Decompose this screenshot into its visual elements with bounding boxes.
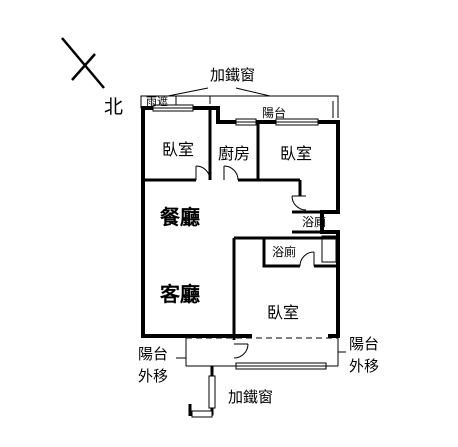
label-balcony-moved-right-2: 外移 xyxy=(349,357,379,375)
bathroom-fixtures xyxy=(321,235,337,263)
label-bedroom-bottom: 臥室 xyxy=(267,303,299,322)
label-kitchen: 廚房 xyxy=(218,144,250,163)
interior-walls xyxy=(143,110,338,340)
label-balcony-moved-right-1: 陽台 xyxy=(349,335,379,353)
north-label: 北 xyxy=(104,96,123,118)
door-swings xyxy=(195,165,315,359)
label-awning: 雨遮 xyxy=(146,94,168,108)
label-balcony-top: 陽台 xyxy=(262,105,286,120)
window-frames-bottom xyxy=(191,362,327,418)
label-balcony-moved-left-2: 外移 xyxy=(138,367,168,385)
awning-outline xyxy=(140,87,339,118)
label-bedroom-top-right: 臥室 xyxy=(280,144,312,163)
label-bedroom-top-left: 臥室 xyxy=(162,140,194,159)
label-balcony-moved-left-1: 陽台 xyxy=(138,345,168,363)
label-dining: 餐廳 xyxy=(160,205,200,229)
label-living: 客廳 xyxy=(159,282,200,306)
balcony-extension-outline xyxy=(185,337,339,367)
label-leaders xyxy=(176,351,346,359)
label-bathroom-2: 浴廁 xyxy=(272,244,296,259)
label-window-bars-top: 加鐵窗 xyxy=(210,66,255,84)
label-bathroom-1: 浴廁 xyxy=(302,214,326,229)
window-frames-top xyxy=(152,104,319,126)
label-window-bars-bottom: 加鐵窗 xyxy=(228,388,273,406)
north-arrow-icon xyxy=(61,37,105,89)
